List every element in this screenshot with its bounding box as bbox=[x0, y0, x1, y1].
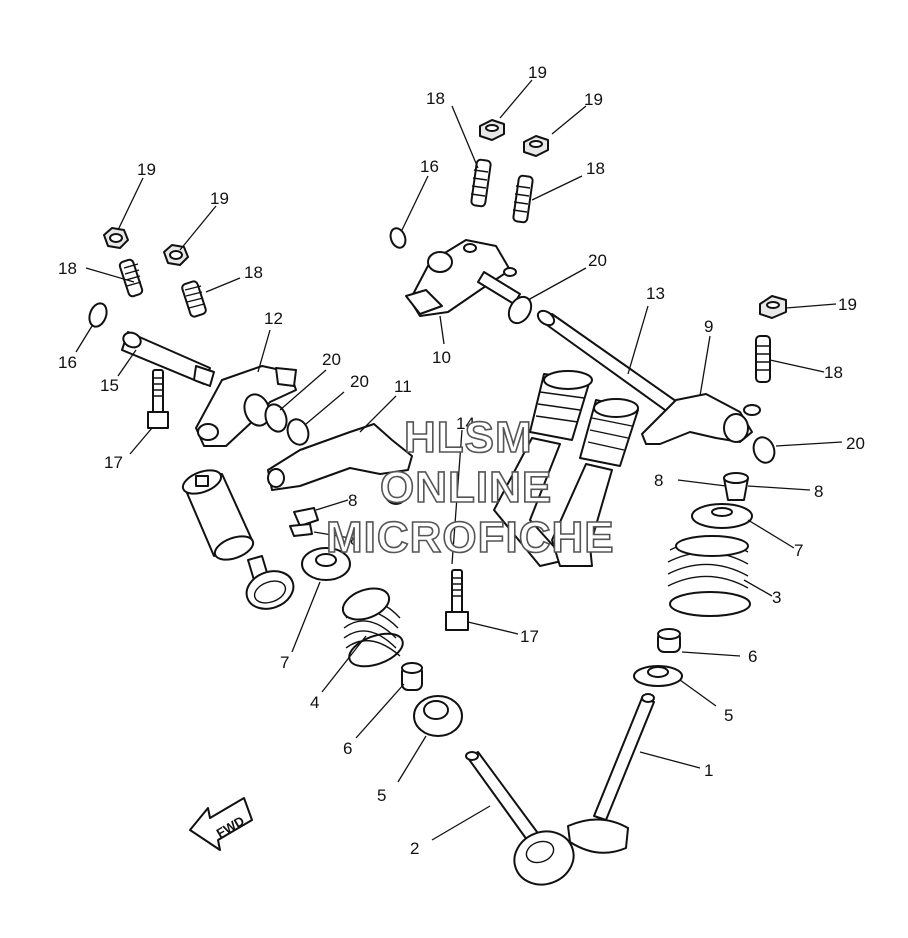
keeper-part bbox=[289, 523, 313, 537]
bolt-part bbox=[147, 369, 169, 429]
callout-label: 4 bbox=[310, 693, 319, 712]
callout-label: 9 bbox=[704, 317, 713, 336]
bolt-part bbox=[445, 569, 469, 631]
exhaust-valve-part bbox=[567, 693, 655, 854]
washer-part bbox=[752, 436, 776, 464]
washer-part bbox=[507, 295, 533, 325]
callout-label: 5 bbox=[724, 706, 733, 725]
valve-spring-part bbox=[667, 535, 751, 617]
rocker-shaft-part bbox=[121, 331, 215, 387]
valve-stem-part bbox=[245, 555, 295, 610]
nut-part bbox=[163, 244, 189, 266]
watermark-line: ONLINE bbox=[380, 463, 552, 512]
piston-lifter-part bbox=[493, 370, 593, 567]
stud-part bbox=[755, 335, 771, 383]
washer-part bbox=[286, 418, 310, 446]
callout-label: 19 bbox=[528, 63, 547, 82]
callout-label: 15 bbox=[100, 376, 119, 395]
intake-valve-part bbox=[465, 751, 575, 886]
callout-label: 7 bbox=[794, 541, 803, 560]
spring-seat-part bbox=[633, 665, 683, 687]
callout-label: 19 bbox=[838, 295, 857, 314]
lifter-part bbox=[181, 469, 255, 561]
spring-seat-part bbox=[413, 695, 463, 737]
stud-part bbox=[118, 258, 144, 298]
callout-label: 13 bbox=[646, 284, 665, 303]
callout-label: 16 bbox=[58, 353, 77, 372]
rocker-arm-part bbox=[267, 423, 413, 505]
callout-label: 19 bbox=[210, 189, 229, 208]
callout-label: 10 bbox=[432, 348, 451, 367]
callout-label: 1 bbox=[704, 761, 713, 780]
callout-label: 3 bbox=[772, 588, 781, 607]
callout-label: 8 bbox=[814, 482, 823, 501]
retainer-part bbox=[301, 547, 351, 581]
callout-label: 20 bbox=[588, 251, 607, 270]
callout-label: 18 bbox=[824, 363, 843, 382]
callout-label: 18 bbox=[426, 89, 445, 108]
retainer-part bbox=[691, 503, 753, 529]
callout-label: 20 bbox=[846, 434, 865, 453]
stem-seal-part bbox=[657, 628, 681, 653]
stem-seal-part bbox=[401, 662, 423, 691]
keeper-part bbox=[293, 507, 319, 527]
callout-label: 14 bbox=[456, 414, 475, 433]
washer-part bbox=[264, 403, 288, 433]
leader-lines bbox=[75, 79, 843, 841]
callout-label: 20 bbox=[322, 350, 341, 369]
callout-label: 18 bbox=[58, 259, 77, 278]
callout-label: 7 bbox=[280, 653, 289, 672]
callout-label: 12 bbox=[264, 309, 283, 328]
callout-label: 8 bbox=[350, 530, 359, 549]
callout-label: 6 bbox=[343, 739, 352, 758]
piston-lifter-part bbox=[551, 398, 639, 567]
callouts: 19 18 19 16 18 20 13 10 19 19 18 18 16 1… bbox=[58, 63, 865, 858]
callout-label: 20 bbox=[350, 372, 369, 391]
valve-spring-part bbox=[341, 587, 404, 668]
fwd-arrow-icon: FWD bbox=[189, 797, 253, 851]
callout-label: 5 bbox=[377, 786, 386, 805]
nut-part bbox=[103, 227, 129, 249]
callout-label: 18 bbox=[244, 263, 263, 282]
keeper-part bbox=[723, 472, 749, 501]
nut-part bbox=[479, 119, 505, 141]
callout-label: 19 bbox=[584, 90, 603, 109]
o-ring-part bbox=[88, 302, 108, 328]
watermark-line: MICROFICHE bbox=[326, 513, 615, 562]
callout-label: 6 bbox=[748, 647, 757, 666]
callout-label: 18 bbox=[586, 159, 605, 178]
rocker-bracket-part bbox=[405, 239, 521, 317]
callout-label: 8 bbox=[348, 491, 357, 510]
callout-label: 11 bbox=[394, 377, 412, 396]
callout-label: 2 bbox=[410, 839, 419, 858]
callout-label: 17 bbox=[104, 453, 123, 472]
stud-part bbox=[470, 158, 492, 208]
rocker-arm-part bbox=[641, 393, 753, 445]
nut-part bbox=[759, 295, 787, 319]
watermark: HLSM ONLINE MICROFICHE bbox=[325, 412, 615, 563]
nut-part bbox=[523, 135, 549, 157]
callout-label: 16 bbox=[420, 157, 439, 176]
callout-label: 19 bbox=[137, 160, 156, 179]
o-ring-part bbox=[389, 227, 407, 249]
stud-part bbox=[512, 174, 534, 224]
watermark-line: HLSM bbox=[404, 413, 533, 462]
rocker-bracket-part bbox=[195, 365, 297, 447]
callout-label: 8 bbox=[654, 471, 663, 490]
stud-end-part bbox=[743, 404, 761, 416]
stud-part bbox=[181, 280, 207, 318]
callout-label: 17 bbox=[520, 627, 539, 646]
